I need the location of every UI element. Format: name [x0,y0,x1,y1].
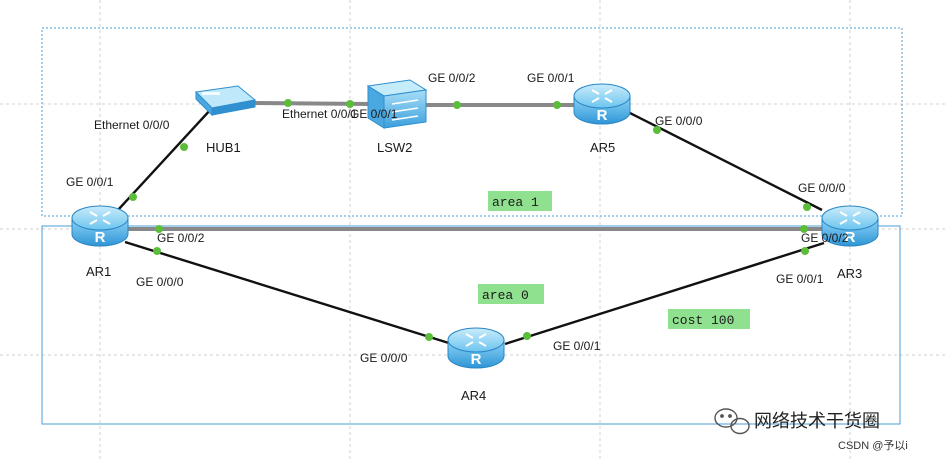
router-icon [447,327,505,369]
ar5-label: AR5 [590,140,615,155]
iface-ar1-ge001: GE 0/0/1 [66,175,114,189]
ar4-device[interactable]: AR4 [447,327,505,403]
ar3-label: AR3 [837,266,862,281]
area0-tag: area 0 [478,284,544,304]
link-ar4-ar3[interactable] [504,241,825,346]
ar1-device[interactable]: AR1 [71,205,129,279]
switch-icon [366,79,428,129]
hub1-device[interactable]: HUB1 [194,85,257,155]
wechat-icon [714,408,750,435]
iface-ar4-ge001: GE 0/0/1 [553,339,601,353]
lsw2-device[interactable]: LSW2 [366,79,428,155]
ar4-label: AR4 [461,388,486,403]
cost-tag: cost 100 [668,309,750,329]
iface-ar1-ge000: GE 0/0/0 [136,275,184,289]
iface-ar3-ge000: GE 0/0/0 [798,181,846,195]
hub-icon [194,85,257,117]
area1-tag: area 1 [488,191,552,211]
iface-ar5-ge000: GE 0/0/0 [655,114,703,128]
router-icon [573,83,631,125]
iface-ar5-ge001: GE 0/0/1 [527,71,575,85]
iface-ar4-ge000: GE 0/0/0 [360,351,408,365]
area1-tag-text: area 1 [492,195,539,210]
area0-tag-text: area 0 [482,288,529,303]
links [117,101,825,346]
watermark-credit: CSDN @予以i [838,439,908,452]
iface-ar3-ge002: GE 0/0/2 [801,231,849,245]
router-icon [71,205,129,247]
link-ar1-hub1[interactable] [117,107,213,211]
iface-lsw2-ge002: GE 0/0/2 [428,71,476,85]
lsw2-label: LSW2 [377,140,412,155]
ar5-device[interactable]: AR5 [573,83,631,155]
iface-ar3-ge001: GE 0/0/1 [776,272,824,286]
watermark: 网络技术干货圈 CSDN @予以i [714,408,908,452]
area1-box [41,27,903,217]
ar1-label: AR1 [86,264,111,279]
iface-lsw2-ge001: GE 0/0/1 [350,107,398,121]
hub1-label: HUB1 [206,140,241,155]
link-ar1-ar4[interactable] [124,240,453,346]
cost-tag-text: cost 100 [672,313,734,328]
iface-ar1-ge002: GE 0/0/2 [157,231,205,245]
area0-box [41,225,901,425]
ar3-device[interactable]: AR3 [821,205,879,281]
iface-hub1-eth-right: Ethernet 0/0/1 [282,107,358,121]
watermark-brand: 网络技术干货圈 [754,411,880,432]
interface-dots [129,99,811,341]
interface-labels: Ethernet 0/0/0 Ethernet 0/0/1 GE 0/0/1 G… [66,71,849,365]
link-hub1-lsw2[interactable] [254,101,373,106]
iface-hub1-eth: Ethernet 0/0/0 [94,118,170,132]
